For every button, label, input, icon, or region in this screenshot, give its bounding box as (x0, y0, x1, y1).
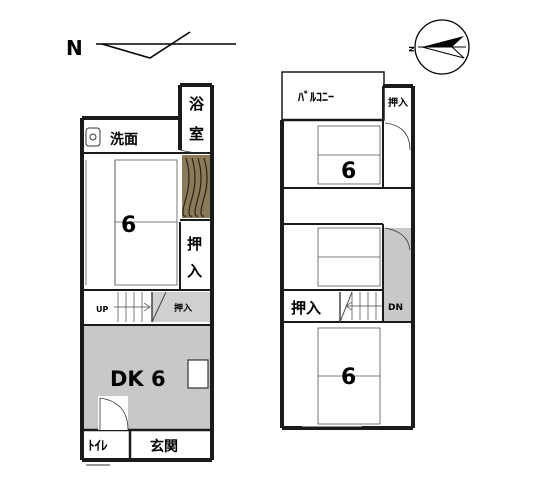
balcony (281, 71, 385, 121)
floor2-walls (280, 84, 415, 430)
room-label-closet-1: 押 (187, 235, 202, 253)
room-label-toilet: ﾄｲﾚ (88, 439, 108, 454)
room-label-dk: DK 6 (110, 367, 166, 391)
room-label-tatami-6: 6 (121, 213, 136, 238)
room-label-tatami-bottom: 6 (341, 365, 356, 390)
floor1 (80, 83, 214, 466)
compass-mark: N (408, 46, 416, 52)
tatami-lines-f2-mid (317, 227, 381, 287)
tatami-lines-f2-top (317, 125, 381, 185)
wood-stair-icon (182, 155, 210, 218)
sink-icon (85, 127, 101, 147)
tatami-lines-f1 (85, 159, 178, 286)
room-label-entrance: 玄関 (150, 438, 178, 455)
room-label-bath-1: 浴 (189, 95, 205, 113)
north-label: N (66, 36, 83, 60)
north-arrow-icon (414, 19, 470, 75)
room-label-washroom: 洗面 (110, 131, 138, 148)
dk-door-swing (98, 396, 129, 431)
room-label-closet-mid: 押入 (291, 299, 321, 317)
stair-up-lines (114, 291, 167, 323)
bath-door-swing (179, 149, 209, 154)
tatami-lines-f2-bottom (317, 327, 381, 425)
room-label-bath-2: 室 (189, 125, 204, 143)
north-pointer-icon (96, 31, 236, 59)
stair-closet-floor (152, 292, 212, 322)
room-label-tatami-top: 6 (341, 159, 356, 184)
room-label-stair-closet: 押入 (174, 302, 192, 314)
stair-down-label: DN (388, 303, 403, 313)
f2-dn-floor (383, 228, 413, 323)
f2-top-door-swing (384, 122, 411, 151)
stair-up-label: UP (96, 305, 108, 314)
room-label-closet-2: 入 (187, 262, 202, 280)
f2-mid-door-swing (384, 227, 411, 251)
floor1-walls (80, 83, 214, 462)
floor2 (280, 71, 415, 430)
room-label-closet-top: 押入 (388, 96, 408, 109)
fridge-icon (187, 359, 209, 389)
room-label-balcony: ﾊﾞﾙｺﾆｰ (297, 89, 334, 104)
stair-down-lines (339, 291, 382, 323)
